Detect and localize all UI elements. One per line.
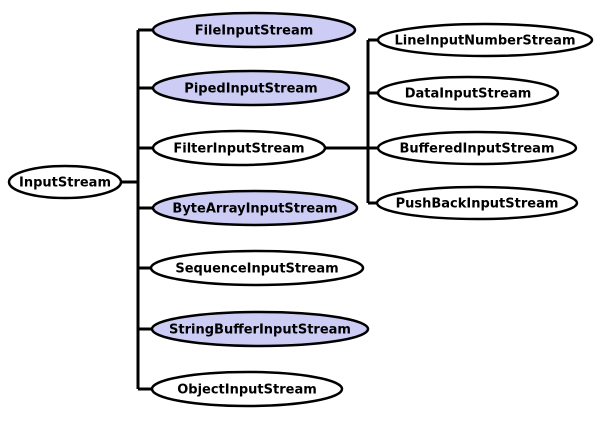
node-filter-child-3: PushBackInputStream xyxy=(375,185,579,221)
connectors xyxy=(122,28,377,391)
node-ellipse xyxy=(376,22,594,58)
node-child-4: SequenceInputStream xyxy=(149,249,365,287)
node-child-5: StringBufferInputStream xyxy=(150,310,370,348)
node-label: PushBackInputStream xyxy=(396,197,559,212)
node-label: PipedInputStream xyxy=(184,82,317,97)
node-label: BufferedInputStream xyxy=(399,142,554,157)
node-label: DataInputStream xyxy=(405,87,532,102)
node-ellipse xyxy=(376,130,578,166)
node-root: InputStream xyxy=(7,164,123,200)
node-label: ObjectInputStream xyxy=(177,383,317,398)
node-filter-child-2: BufferedInputStream xyxy=(376,130,578,166)
node-label: SequenceInputStream xyxy=(175,262,338,277)
node-ellipse xyxy=(150,370,344,408)
node-filter-child-0: LineInputNumberStream xyxy=(376,22,594,58)
node-label: ByteArrayInputStream xyxy=(172,202,337,217)
node-label: LineInputNumberStream xyxy=(394,34,575,49)
node-child-3: ByteArrayInputStream xyxy=(151,189,359,227)
node-ellipse xyxy=(150,310,370,348)
node-child-1: PipedInputStream xyxy=(151,69,351,107)
node-child-2: FilterInputStream xyxy=(151,129,327,167)
node-ellipse xyxy=(151,69,351,107)
node-ellipse xyxy=(151,129,327,167)
node-child-6: ObjectInputStream xyxy=(150,370,344,408)
node-ellipse xyxy=(376,75,560,111)
node-root-ellipse xyxy=(7,164,123,200)
node-ellipse xyxy=(151,11,357,49)
node-label: FileInputStream xyxy=(195,24,314,39)
node-ellipse xyxy=(375,185,579,221)
node-ellipse xyxy=(151,189,359,227)
node-filter-child-1: DataInputStream xyxy=(376,75,560,111)
node-child-0: FileInputStream xyxy=(151,11,357,49)
node-label: StringBufferInputStream xyxy=(169,323,351,338)
node-ellipse xyxy=(149,249,365,287)
node-root-label: InputStream xyxy=(19,176,111,191)
node-label: FilterInputStream xyxy=(173,142,304,157)
